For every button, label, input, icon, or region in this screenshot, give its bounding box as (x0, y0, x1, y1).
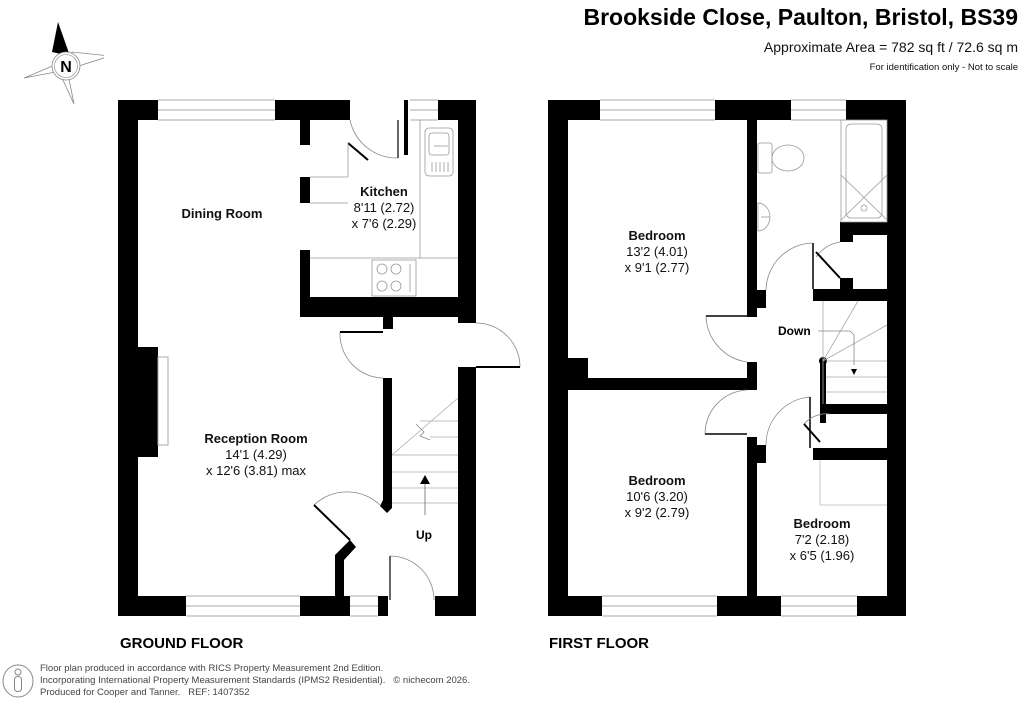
room-bedroom-2: Bedroom 10'6 (3.20) x 9'2 (2.79) (602, 473, 712, 521)
ground-floor-walls (118, 100, 476, 616)
ground-floor-windows (157, 99, 438, 617)
room-name: Kitchen (360, 184, 408, 199)
footer-line-1: Floor plan produced in accordance with R… (40, 663, 384, 674)
ground-floor-label: GROUND FLOOR (120, 635, 244, 652)
stairs-down-label: Down (778, 324, 811, 338)
ground-floor-stairs (391, 397, 459, 515)
room-name: Bedroom (793, 516, 851, 531)
approximate-area: Approximate Area = 782 sq ft / 72.6 sq m (763, 39, 1018, 55)
room-dimension-1: 7'2 (2.18) (794, 532, 850, 547)
room-dimension-2: x 9'2 (2.79) (624, 505, 690, 520)
room-dining-room: Dining Room (170, 206, 274, 222)
scale-disclaimer: For identification only - Not to scale (869, 62, 1018, 73)
footer-line-2-text: Incorporating International Property Mea… (40, 675, 386, 686)
room-name: Bedroom (628, 228, 686, 243)
bathroom-fixtures (757, 119, 888, 232)
first-floor-label: FIRST FLOOR (549, 635, 649, 652)
property-title: Brookside Close, Paulton, Bristol, BS39 (583, 4, 1018, 30)
north-arrow-icon: N (23, 22, 104, 104)
stairs-up-label: Up (416, 528, 432, 542)
first-floor-windows (600, 99, 857, 617)
room-dimension-2: x 12'6 (3.81) max (205, 463, 307, 478)
copyright: © nichecom 2026. (393, 675, 470, 686)
room-dimension-1: 13'2 (4.01) (626, 244, 688, 259)
first-floor-doors (704, 241, 841, 448)
room-name: Dining Room (181, 206, 263, 221)
stairs-down-arrow-icon (851, 369, 857, 375)
room-dimension-2: x 7'6 (2.29) (351, 216, 417, 231)
ground-floor-doors (313, 119, 521, 601)
compass-n-label: N (60, 59, 72, 76)
room-dimension-2: x 9'1 (2.77) (624, 260, 690, 275)
footer-line-3: Produced for Cooper and Tanner. REF: 140… (40, 687, 470, 699)
room-bedroom-3: Bedroom 7'2 (2.18) x 6'5 (1.96) (770, 516, 874, 564)
room-dimension-1: 14'1 (4.29) (225, 447, 287, 462)
reference-number: REF: 1407352 (188, 687, 250, 698)
produced-for: Produced for Cooper and Tanner. (40, 687, 181, 698)
person-accessibility-icon (2, 664, 34, 698)
room-kitchen: Kitchen 8'11 (2.72) x 7'6 (2.29) (332, 184, 436, 232)
room-reception-room: Reception Room 14'1 (4.29) x 12'6 (3.81)… (176, 431, 336, 479)
kitchen-fixtures (310, 120, 458, 297)
room-dimension-1: 8'11 (2.72) (353, 200, 415, 215)
footer-text: Floor plan produced in accordance with R… (40, 663, 470, 699)
room-bedroom-1: Bedroom 13'2 (4.01) x 9'1 (2.77) (602, 228, 712, 276)
room-dimension-2: x 6'5 (1.96) (789, 548, 855, 563)
stairs-up-arrow-icon (420, 475, 430, 484)
room-dimension-1: 10'6 (3.20) (626, 489, 688, 504)
footer-line-2: Incorporating International Property Mea… (40, 675, 470, 687)
first-floor-walls (548, 100, 906, 616)
room-name: Bedroom (628, 473, 686, 488)
room-name: Reception Room (204, 431, 308, 446)
first-floor-stairs (818, 300, 888, 506)
